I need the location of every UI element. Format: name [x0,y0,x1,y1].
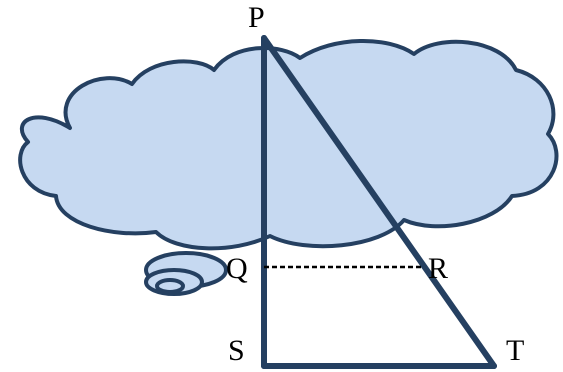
triangle [261,35,497,369]
label-P: P [248,1,265,34]
label-Q: Q [226,252,248,285]
label-T: T [506,334,524,367]
cloud [18,39,559,296]
cloud-shape [18,39,559,251]
segment-PT [261,35,497,369]
label-S: S [228,334,245,367]
label-R: R [428,252,448,285]
cloud-bubble-small [155,278,185,294]
